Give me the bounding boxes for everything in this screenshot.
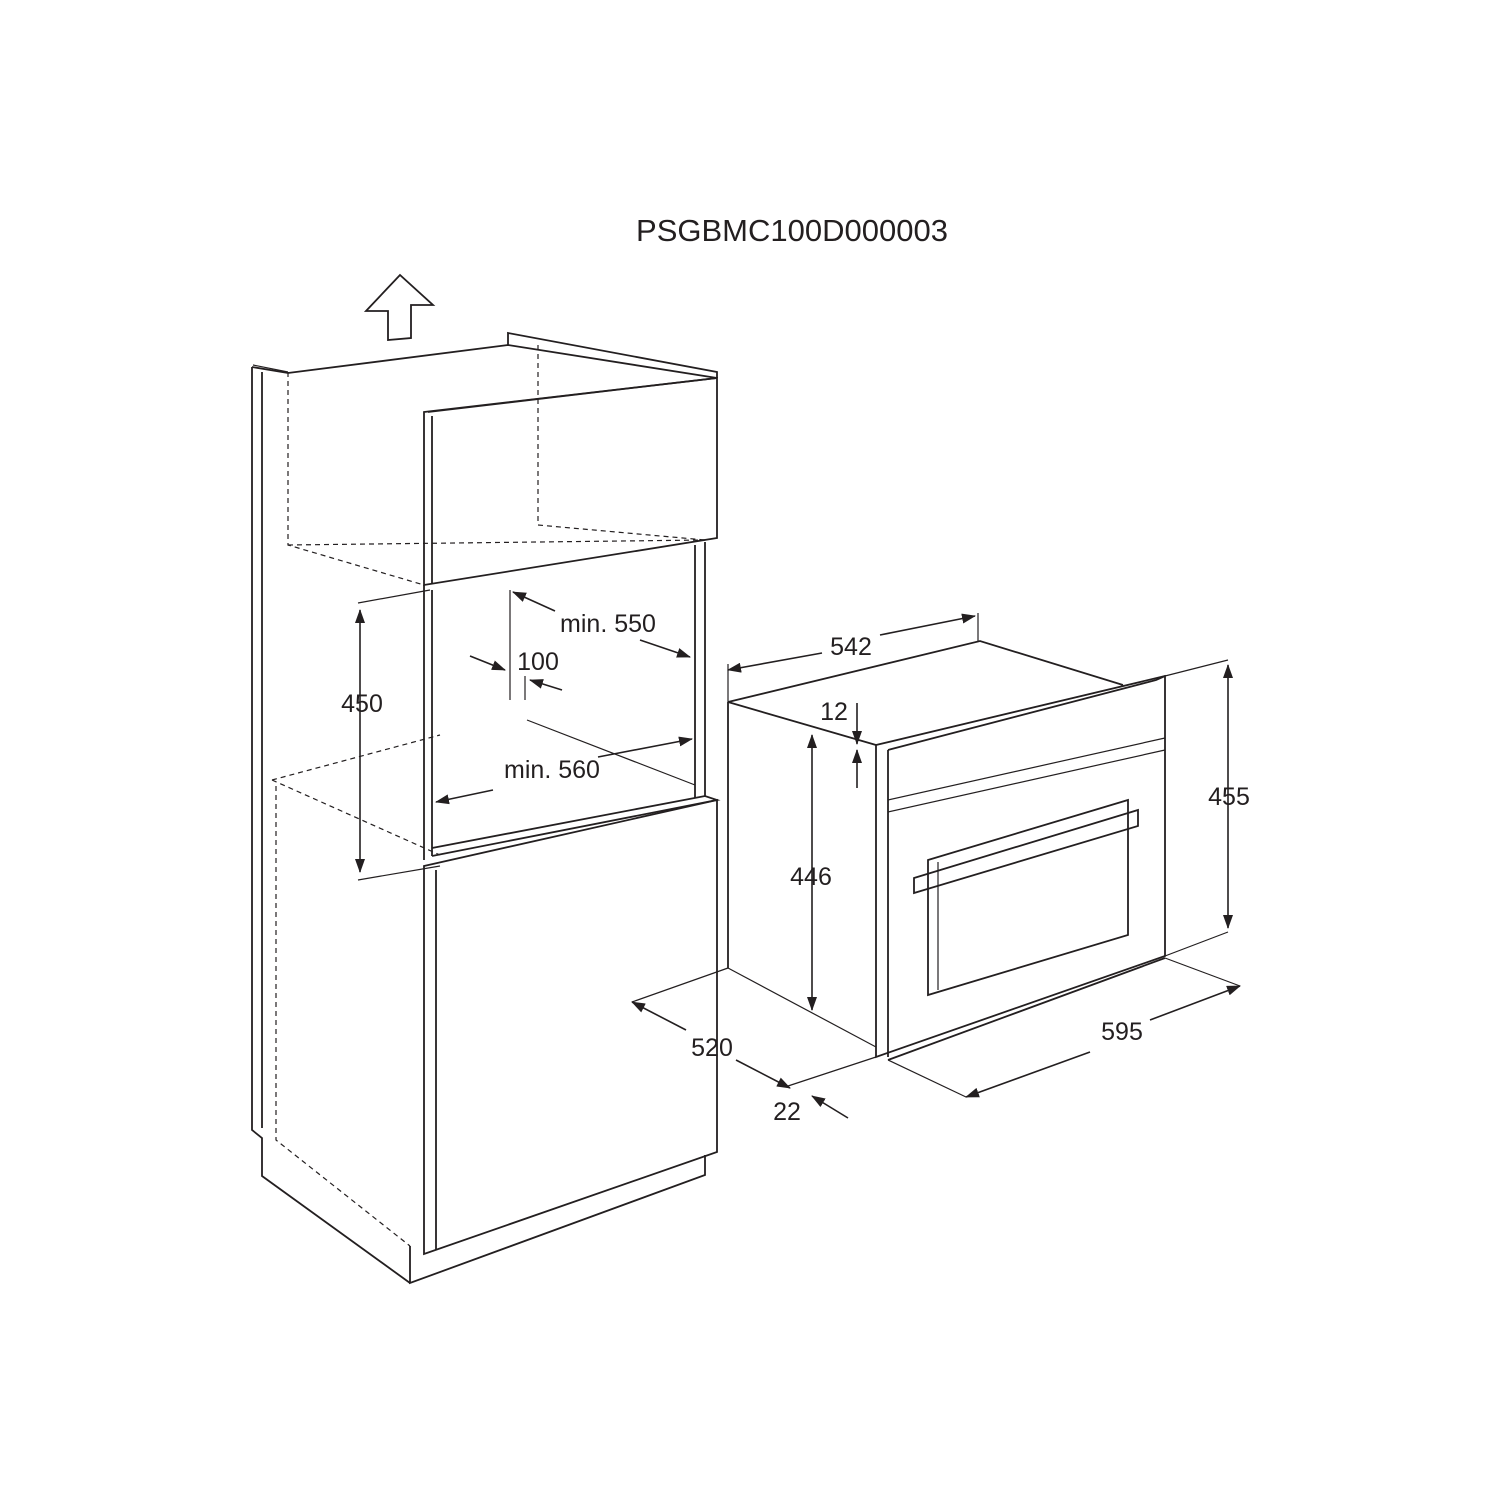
dimension-min-560-label: min. 560 xyxy=(504,756,600,784)
dimension-450-label: 450 xyxy=(341,690,383,718)
dimension-12-label: 12 xyxy=(820,698,848,726)
oven xyxy=(727,640,1166,1061)
dimension-22-label: 22 xyxy=(773,1098,801,1126)
cabinet-dimensions: 450 min. 550 100 min. 560 xyxy=(341,589,693,881)
ventilation-arrow-icon xyxy=(363,273,436,341)
drawing-title: PSGBMC100D000003 xyxy=(636,213,948,248)
dimension-446-label: 446 xyxy=(790,863,832,891)
dimension-542-label: 542 xyxy=(830,633,872,661)
dimension-min-550-label: min. 550 xyxy=(560,610,656,638)
cabinet xyxy=(251,331,721,1285)
dimension-100-label: 100 xyxy=(517,648,559,676)
dimension-520-label: 520 xyxy=(691,1034,733,1062)
oven-dimensions: 542 12 455 446 520 595 22 xyxy=(631,613,1250,1126)
dimension-595-label: 595 xyxy=(1101,1018,1143,1046)
dimension-455-label: 455 xyxy=(1208,783,1250,811)
